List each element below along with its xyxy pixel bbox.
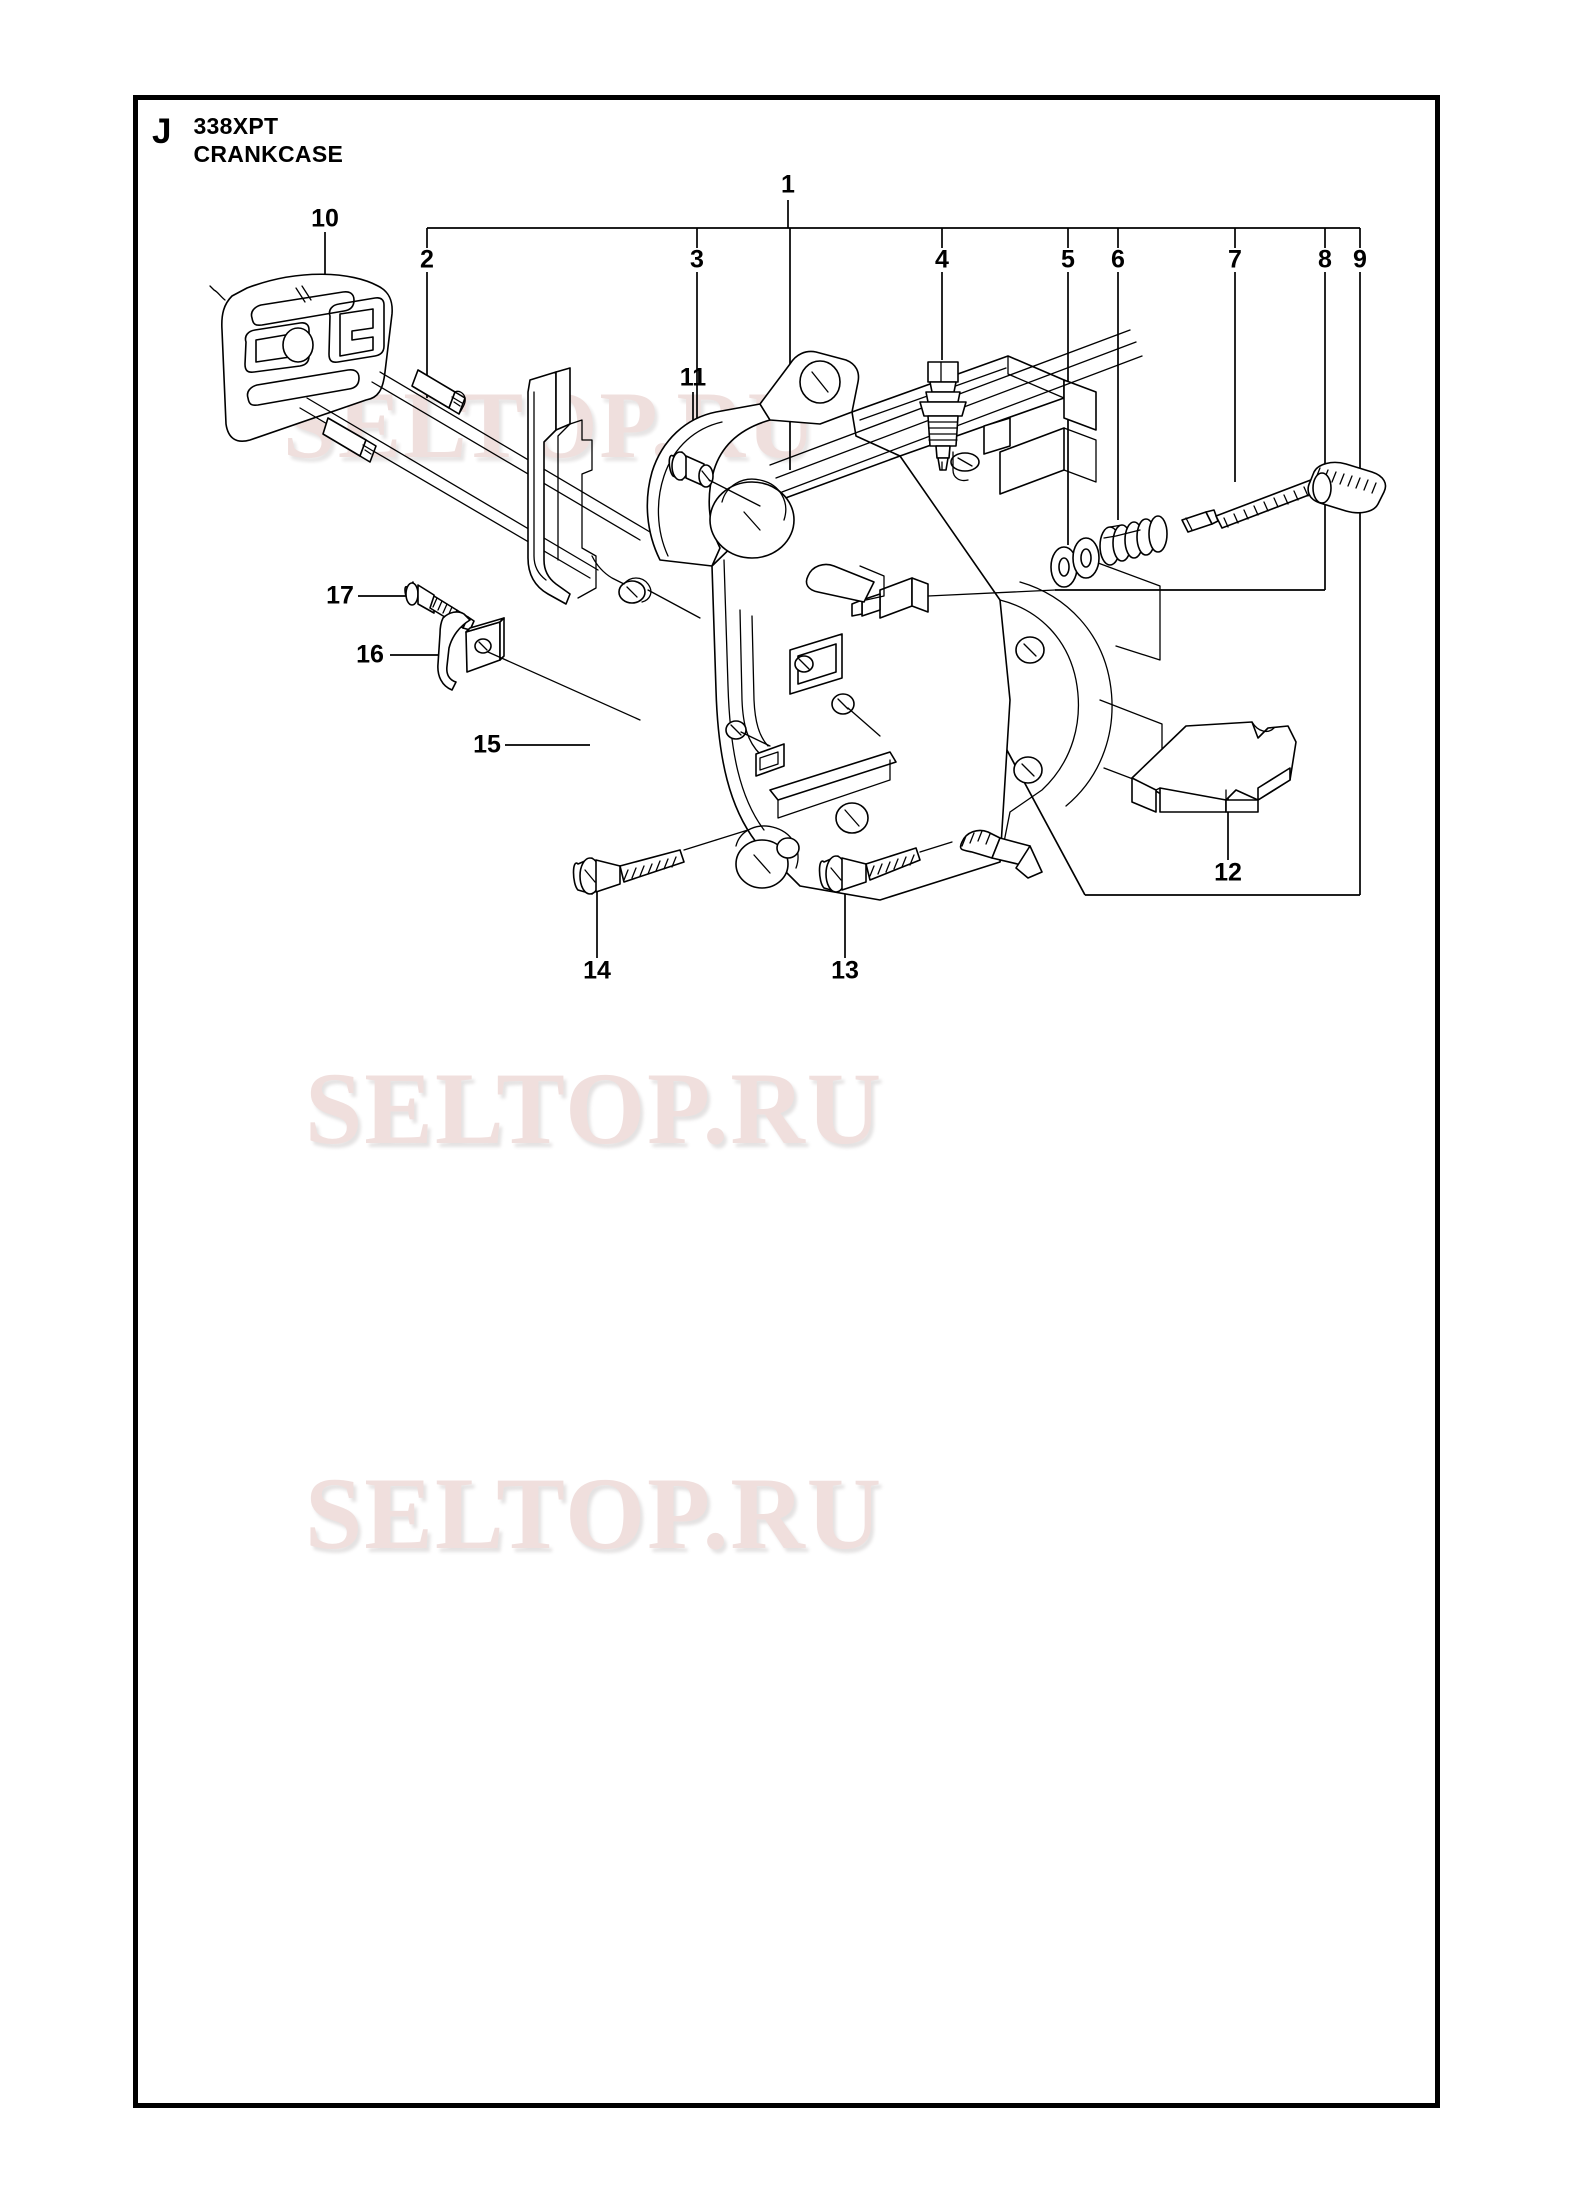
callout-8[interactable]: 8 [1318,245,1332,274]
callout-6[interactable]: 6 [1111,245,1125,274]
callout-14[interactable]: 14 [583,956,611,985]
callout-4[interactable]: 4 [935,245,949,274]
title-lines: 338XPT CRANKCASE [193,112,343,169]
assembly-label: CRANKCASE [193,141,344,168]
callout-12[interactable]: 12 [1214,858,1242,887]
callout-9[interactable]: 9 [1353,245,1367,274]
section-letter: J [152,112,172,151]
callout-10[interactable]: 10 [311,204,339,233]
callout-3[interactable]: 3 [690,245,704,274]
callout-17[interactable]: 17 [326,581,354,610]
callout-7[interactable]: 7 [1228,245,1242,274]
page-border [133,95,1440,2108]
callout-15[interactable]: 15 [473,730,501,759]
callout-2[interactable]: 2 [420,245,434,274]
callout-5[interactable]: 5 [1061,245,1075,274]
callout-1[interactable]: 1 [781,170,795,199]
model-label: 338XPT [193,113,279,139]
callout-13[interactable]: 13 [831,956,859,985]
title-block: J 338XPT CRANKCASE [152,112,343,169]
callout-16[interactable]: 16 [356,640,384,669]
callout-11[interactable]: 11 [679,363,707,392]
